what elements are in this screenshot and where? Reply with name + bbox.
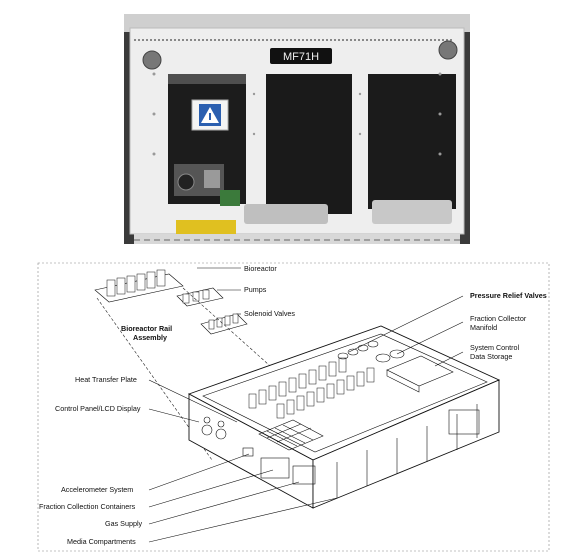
label-system-control-1: System Control [470, 343, 520, 352]
label-bioreactor-rail-1: Bioreactor Rail [121, 324, 172, 333]
main-enclosure [187, 325, 501, 509]
label-control-panel: Control Panel/LCD Display [55, 404, 141, 413]
left-labels: Bioreactor Pumps Solenoid Valves Bioreac… [39, 264, 338, 546]
label-accelerometer: Accelerometer System [61, 485, 133, 494]
hardware-diagram: Bioreactor Pumps Solenoid Valves Bioreac… [37, 262, 550, 552]
right-labels: Pressure Relief Valves Fraction Collecto… [348, 291, 547, 367]
label-fraction-containers: Fraction Collection Containers [39, 502, 136, 511]
label-heat-transfer-plate: Heat Transfer Plate [75, 375, 137, 384]
label-fraction-collector-2: Manifold [470, 323, 497, 332]
label-bioreactor-rail-2: Assembly [133, 333, 167, 342]
label-gas-supply: Gas Supply [105, 519, 143, 528]
label-pumps: Pumps [244, 285, 267, 294]
module-label: MF71H [283, 51, 319, 63]
label-fraction-collector-1: Fraction Collector [470, 314, 527, 323]
diagram-frame [37, 262, 550, 552]
label-media-compartments: Media Compartments [67, 537, 136, 546]
label-solenoid-valves: Solenoid Valves [244, 309, 295, 318]
hardware-photo: MF71H [124, 14, 470, 244]
label-pressure-relief-valves: Pressure Relief Valves [470, 291, 547, 300]
label-system-control-2: Data Storage [470, 352, 512, 361]
label-bioreactor: Bioreactor [244, 264, 277, 273]
